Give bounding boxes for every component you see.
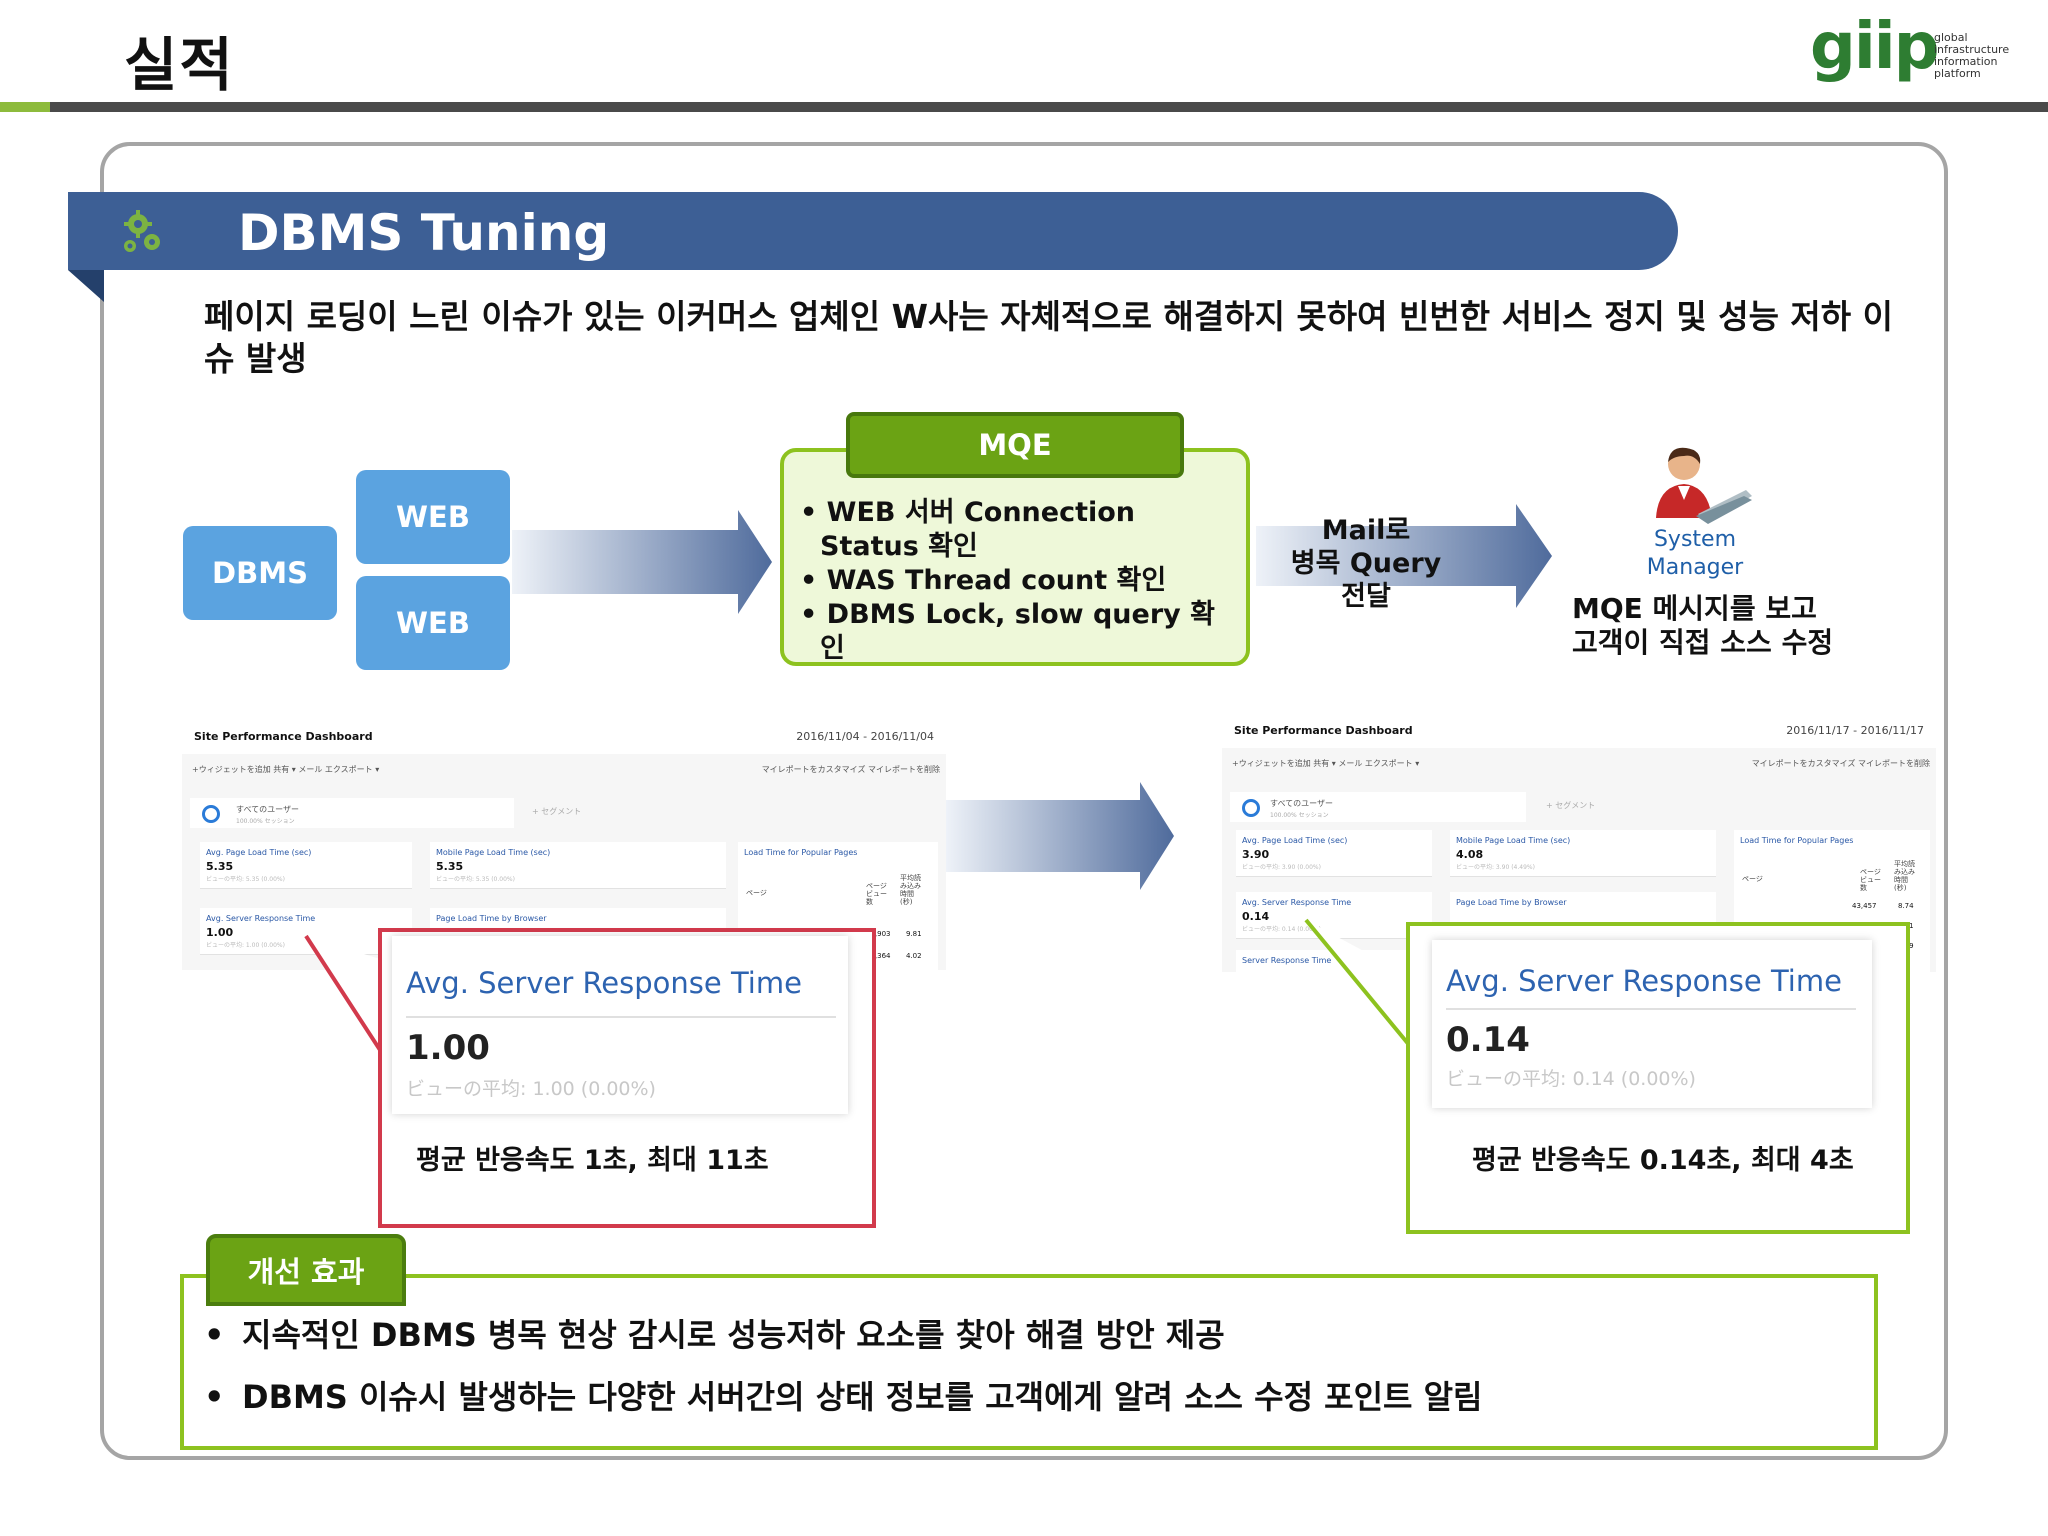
effect-text: DBMS 이슈시 발생하는 다양한 서버간의 상태 정보를 고객에게 알려 소스… — [242, 1378, 1483, 1416]
zoomed-metric-value: 1.00 — [406, 1028, 490, 1068]
callout-after: Avg. Server Response Time 0.14 ビューの平均: 0… — [1406, 922, 1910, 1234]
zoomed-divider — [406, 1016, 836, 1018]
effect-item: •DBMS 이슈시 발생하는 다양한 서버간의 상태 정보를 고객에게 알려 소… — [204, 1372, 1483, 1418]
zoomed-metric-sub: ビューの平均: 0.14 (0.00%) — [1446, 1064, 1696, 1091]
zoomed-metric-sub: ビューの平均: 1.00 (0.00%) — [406, 1074, 656, 1101]
bullet: • — [204, 1378, 242, 1416]
effect-item: •지속적인 DBMS 병목 현상 감시로 성능저하 요소를 찾아 해결 방안 제… — [204, 1310, 1225, 1356]
bullet: • — [204, 1316, 242, 1354]
zoomed-metric-label: Avg. Server Response Time — [406, 966, 802, 1000]
callout-before: Avg. Server Response Time 1.00 ビューの平均: 1… — [378, 928, 876, 1228]
zoomed-divider — [1446, 1008, 1856, 1010]
callout-pointer-after — [1306, 920, 1410, 1046]
zoomed-metric-value: 0.14 — [1446, 1020, 1530, 1060]
zoomed-metric-label: Avg. Server Response Time — [1446, 964, 1842, 998]
zoomed-metric-card: Avg. Server Response Time 1.00 ビューの平均: 1… — [392, 936, 848, 1114]
effects-box — [180, 1274, 1878, 1450]
zoomed-metric-card: Avg. Server Response Time 0.14 ビューの平均: 0… — [1432, 940, 1872, 1108]
before-caption: 평균 반응속도 1초, 최대 11초 — [416, 1138, 769, 1177]
effect-text: 지속적인 DBMS 병목 현상 감시로 성능저하 요소를 찾아 해결 방안 제공 — [242, 1316, 1225, 1354]
after-caption: 평균 반응속도 0.14초, 최대 4초 — [1472, 1138, 1854, 1177]
effects-tab: 개선 효과 — [206, 1234, 406, 1306]
